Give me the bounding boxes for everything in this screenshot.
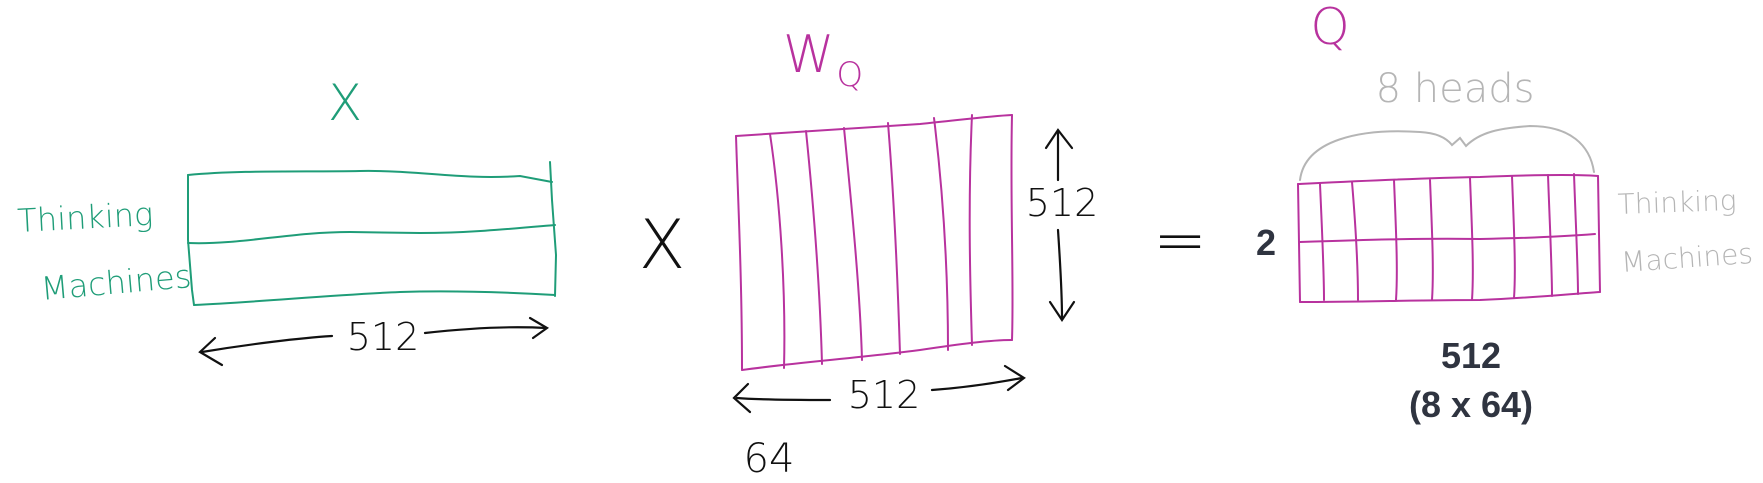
wq-matrix-title-subscript: Q xyxy=(836,55,863,95)
q-matrix-width-label: 512 xyxy=(1441,335,1501,376)
wq-matrix-title-main: W xyxy=(783,25,834,85)
q-matrix-right-edge xyxy=(1597,175,1601,293)
wq-matrix xyxy=(735,114,1014,371)
q-matrix-left-edge xyxy=(1297,183,1301,303)
wq-matrix-bottom-edge xyxy=(741,339,1013,371)
multiply-sign: X xyxy=(639,206,686,285)
q-matrix-column-line xyxy=(1573,173,1579,295)
q-matrix-row-divider xyxy=(1299,233,1596,243)
wq-matrix-height-arrow xyxy=(1044,128,1076,322)
q-matrix-heads-brace xyxy=(1299,124,1595,181)
q-matrix-title: Q xyxy=(1310,0,1349,56)
wq-matrix-title: WQ xyxy=(783,25,863,95)
q-matrix-row-label-thinking: Thinking xyxy=(1617,184,1737,221)
q-matrix-column-line xyxy=(1393,179,1398,301)
q-matrix xyxy=(1297,173,1601,303)
wq-matrix-column-line xyxy=(769,133,786,369)
q-matrix-column-line xyxy=(1429,179,1434,301)
x-matrix-row-label-machines: Machines xyxy=(39,257,192,308)
wq-matrix-column-line xyxy=(968,114,973,346)
q-matrix-column-line xyxy=(1547,174,1553,297)
x-matrix-row-label-thinking: Thinking xyxy=(16,195,154,240)
wq-matrix-right-edge xyxy=(1010,114,1014,341)
q-matrix-rows-label: 2 xyxy=(1256,222,1276,263)
wq-matrix-column-line xyxy=(805,130,823,365)
wq-matrix-width-arrow xyxy=(732,364,1026,414)
x-matrix-width-label: 512 xyxy=(347,315,420,359)
wq-matrix-column-line xyxy=(887,122,901,355)
wq-matrix-top-edge xyxy=(735,114,1013,137)
q-matrix-column-line xyxy=(1469,177,1474,301)
q-matrix-bottom-edge xyxy=(1299,291,1601,303)
x-matrix-right-edge xyxy=(549,161,558,297)
wq-matrix-column-label: 64 xyxy=(744,436,795,482)
q-matrix-column-line xyxy=(1351,181,1359,301)
x-matrix-left-edge xyxy=(187,174,195,306)
x-matrix-top-edge xyxy=(187,169,553,183)
x-matrix xyxy=(187,161,558,306)
wq-matrix-width-label: 512 xyxy=(848,373,921,417)
wq-matrix-height-label: 512 xyxy=(1026,181,1099,225)
equals-sign: = xyxy=(1153,204,1207,278)
x-matrix-row-divider xyxy=(187,224,556,245)
wq-matrix-column-line xyxy=(933,117,949,351)
x-matrix-width-arrow xyxy=(198,316,550,367)
q-matrix-width-breakdown: (8 x 64) xyxy=(1409,384,1533,425)
q-matrix-row-label-machines: Machines xyxy=(1620,237,1754,279)
q-matrix-heads-label: 8 heads xyxy=(1376,66,1535,112)
x-matrix-bottom-edge xyxy=(193,290,556,306)
wq-matrix-column-line xyxy=(843,127,863,361)
q-matrix-column-line xyxy=(1319,183,1325,301)
q-matrix-column-line xyxy=(1511,175,1516,299)
q-matrix-top-edge xyxy=(1297,173,1599,185)
wq-matrix-left-edge xyxy=(735,135,743,371)
x-matrix-title: X xyxy=(328,74,362,132)
